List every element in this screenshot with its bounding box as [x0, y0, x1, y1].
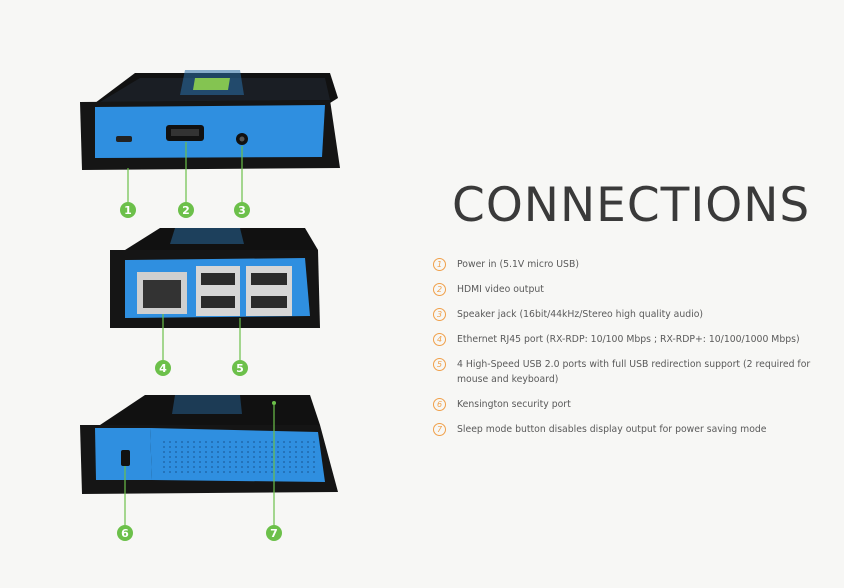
- sleep-button: [272, 401, 276, 405]
- callout-2-label: 2: [182, 204, 190, 217]
- item-text: Sleep mode button disables display outpu…: [457, 424, 767, 435]
- kensington-slot: [121, 450, 130, 466]
- callout-1-label: 1: [124, 204, 132, 217]
- connections-list: 1 Power in (5.1V micro USB) 2 HDMI video…: [433, 257, 813, 447]
- list-item: 1 Power in (5.1V micro USB): [433, 257, 813, 272]
- item-number: 1: [433, 258, 446, 271]
- callout-4-label: 4: [159, 362, 167, 375]
- device-rear-view: [110, 228, 320, 328]
- list-item: 3 Speaker jack (16bit/44kHz/Stereo high …: [433, 307, 813, 322]
- page-title: CONNECTIONS: [452, 178, 811, 233]
- list-item: 5 4 High-Speed USB 2.0 ports with full U…: [433, 357, 813, 387]
- callout-3-label: 3: [238, 204, 246, 217]
- callout-1: 1: [120, 202, 136, 218]
- callout-7: 7: [266, 525, 282, 541]
- list-item: 7 Sleep mode button disables display out…: [433, 422, 813, 437]
- list-item: 2 HDMI video output: [433, 282, 813, 297]
- item-text: Speaker jack (16bit/44kHz/Stereo high qu…: [457, 309, 704, 320]
- item-text: 4 High-Speed USB 2.0 ports with full USB…: [457, 359, 811, 385]
- device-side-view: [80, 395, 338, 494]
- callout-lines: [124, 142, 275, 525]
- item-number: 3: [433, 308, 446, 321]
- callout-6-label: 6: [121, 527, 129, 540]
- item-text: Ethernet RJ45 port (RX-RDP: 10/100 Mbps …: [457, 334, 800, 345]
- item-text: Kensington security port: [457, 399, 571, 410]
- item-text: HDMI video output: [457, 284, 544, 295]
- list-item: 6 Kensington security port: [433, 397, 813, 412]
- item-text: Power in (5.1V micro USB): [457, 259, 579, 270]
- item-number: 7: [433, 423, 446, 436]
- item-number: 5: [433, 358, 446, 371]
- device-front-view: [80, 70, 340, 170]
- callout-5-label: 5: [236, 362, 244, 375]
- item-number: 6: [433, 398, 446, 411]
- callout-2: 2: [178, 202, 194, 218]
- callout-5: 5: [232, 360, 248, 376]
- device-diagram: 1 2 3 4 5 6 7: [80, 70, 340, 541]
- callout-7-label: 7: [270, 527, 278, 540]
- item-number: 4: [433, 333, 446, 346]
- callout-3: 3: [234, 202, 250, 218]
- item-number: 2: [433, 283, 446, 296]
- callout-4: 4: [155, 360, 171, 376]
- callout-6: 6: [117, 525, 133, 541]
- list-item: 4 Ethernet RJ45 port (RX-RDP: 10/100 Mbp…: [433, 332, 813, 347]
- micro-usb-port: [116, 136, 132, 142]
